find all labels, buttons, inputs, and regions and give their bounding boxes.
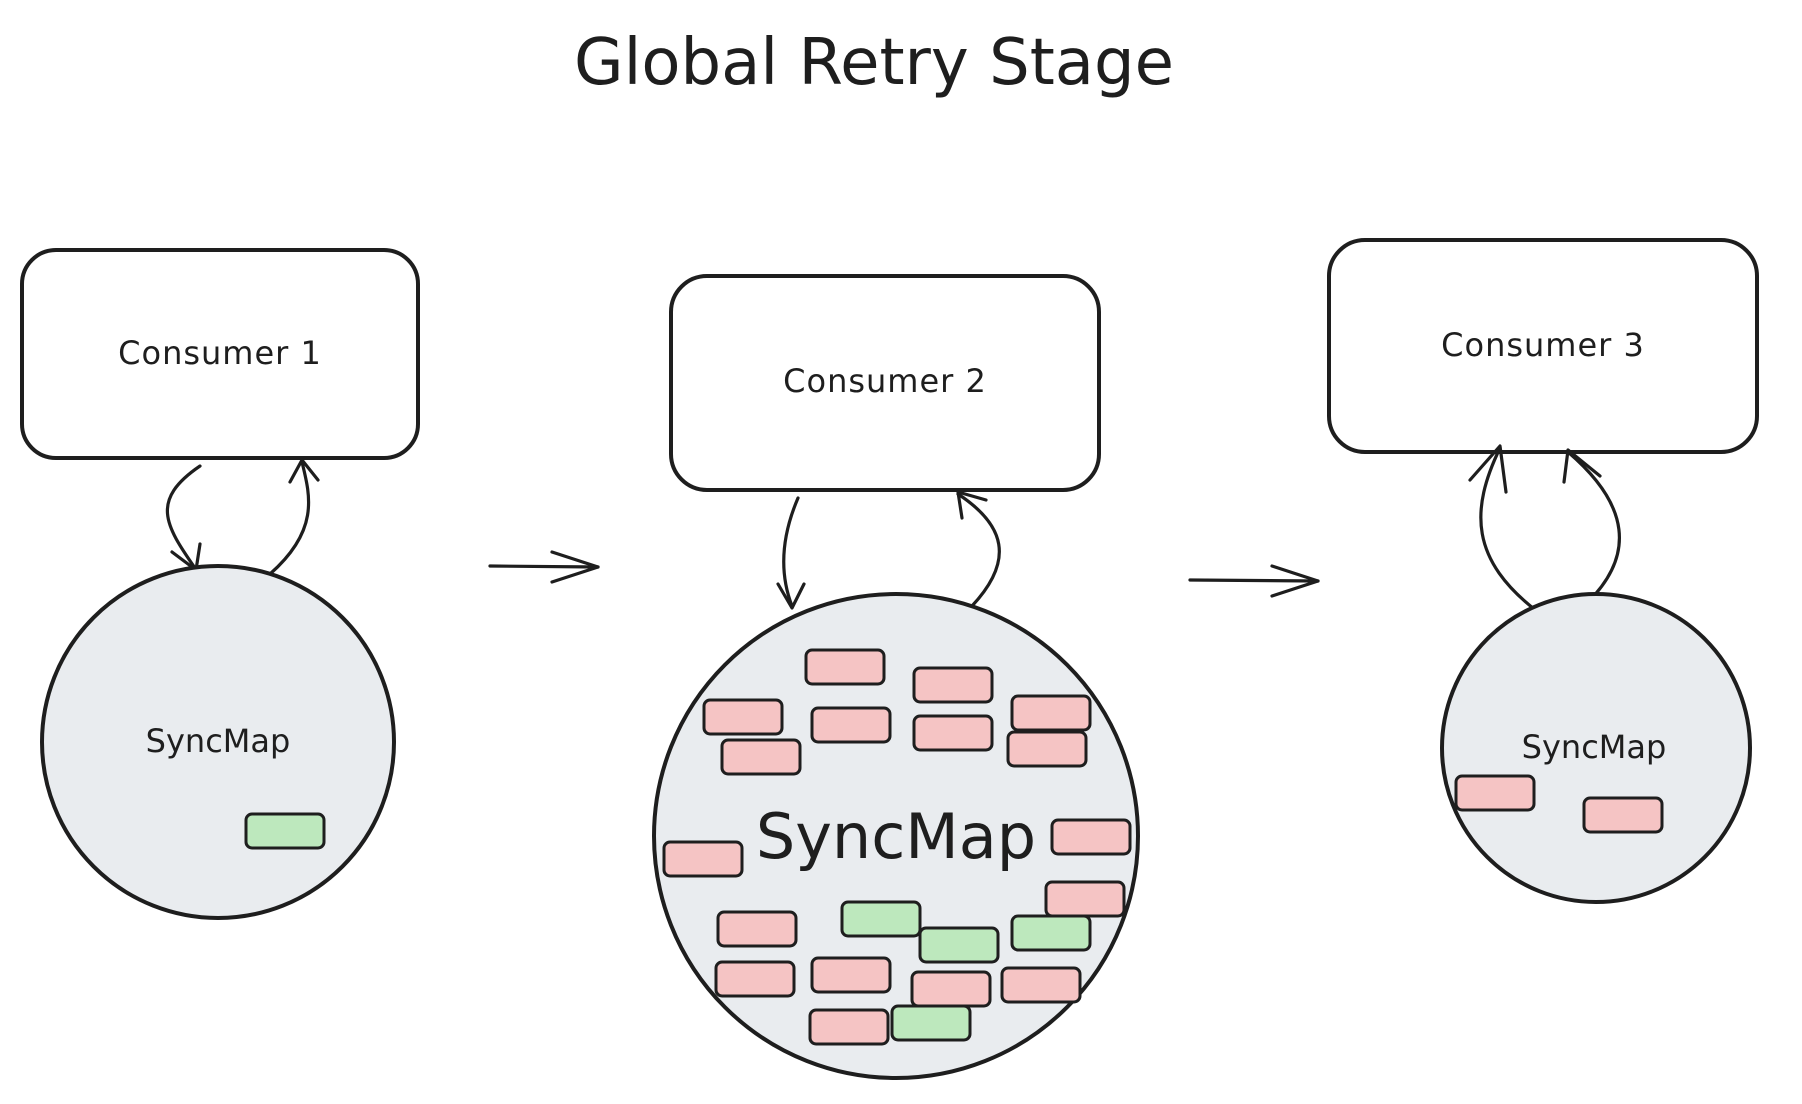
syncmap-2-pending-item [808,1008,890,1046]
syncmap-3-to-consumer-arrowhead-left [1468,444,1508,494]
syncmap-2-pending-item [1000,966,1082,1004]
syncmap-2-done-item [840,900,922,938]
stage-2-to-stage-3-arrow [1188,564,1320,598]
syncmap-1-label: SyncMap [146,722,291,760]
syncmap-2-to-consumer-arrowhead [956,490,988,520]
syncmap-3-to-consumer-arrow-right [1566,450,1621,604]
consumer-2-box [669,274,1101,492]
syncmap-3-pending-item [1582,796,1664,834]
syncmap-2-pending-item [1044,880,1126,918]
consumer-1-box [20,248,420,460]
flow-arrow-2-line [1188,578,1320,583]
syncmap-3-label: SyncMap [1522,728,1667,766]
flow-arrow-2-head [1270,564,1320,598]
syncmap-2-pending-item [1006,730,1088,768]
stage-2: Consumer 2 SyncMap [652,274,1140,1080]
syncmap-2-pending-item [912,666,994,704]
syncmap-3-pending-item [1454,774,1536,812]
consumer-3-box [1327,238,1759,454]
consumer-3-label: Consumer 3 [1441,326,1645,364]
consumer-2-label: Consumer 2 [783,362,987,400]
stage-3: Consumer 3 SyncMap [1327,238,1759,904]
syncmap-2-done-item [1010,914,1092,952]
syncmap-2-pending-item [716,910,798,948]
consumer-2-to-syncmap-arrow [782,496,800,608]
syncmap-2-pending-item [910,970,992,1008]
syncmap-2-pending-item [702,698,784,736]
stage-1-to-stage-2-arrow [488,550,600,584]
consumer-1-to-syncmap-arrow [165,464,202,570]
stage-1: Consumer 1 SyncMap [20,248,420,920]
syncmap-1-to-consumer-arrowhead [288,458,320,484]
syncmap-2-done-item [890,1004,972,1042]
syncmap-2-pending-item [912,714,994,752]
consumer-1-label: Consumer 1 [118,334,322,372]
syncmap-3-to-consumer-arrowhead-right [1562,448,1602,484]
syncmap-2-done-item [918,926,1000,964]
syncmap-2-pending-item [720,738,802,776]
syncmap-2-to-consumer-arrow [956,492,1001,608]
consumer-2-to-syncmap-arrowhead [776,582,806,610]
syncmap-3-circle [1440,592,1752,904]
syncmap-2-pending-item [1010,694,1092,732]
syncmap-2-pending-item [810,706,892,744]
syncmap-2-label: SyncMap [756,800,1036,873]
syncmap-1-to-consumer-arrow [268,460,311,576]
syncmap-1-done-item [244,812,326,850]
syncmap-3-to-consumer-arrow-left [1479,446,1540,614]
syncmap-2-pending-item [810,956,892,994]
flow-arrow-1-line [488,564,600,569]
syncmap-2-pending-item [714,960,796,998]
syncmap-2-pending-item [1050,818,1132,856]
syncmap-2-pending-item [662,840,744,878]
flow-arrow-1-head [550,550,600,584]
diagram-title: Global Retry Stage [574,26,1174,100]
syncmap-2-pending-item [804,648,886,686]
